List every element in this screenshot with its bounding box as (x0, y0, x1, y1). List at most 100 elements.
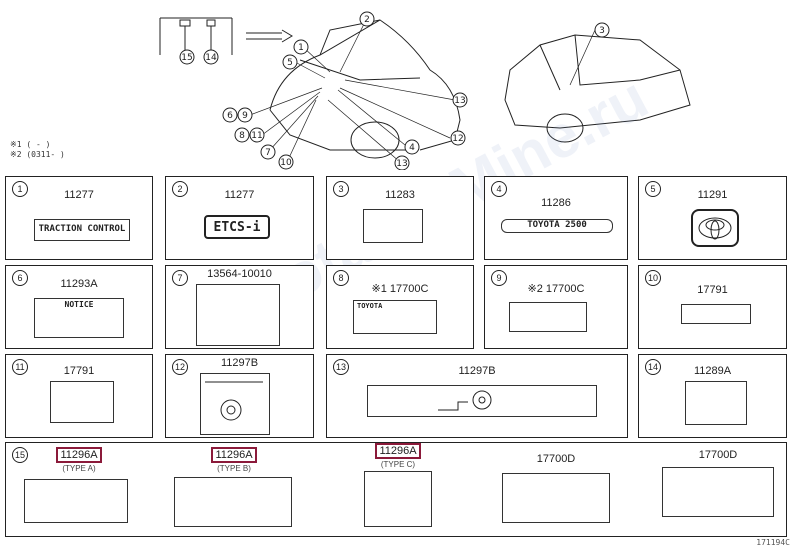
callout-number: 5 (645, 181, 661, 197)
label-illustration: ETCS-i (204, 215, 270, 239)
callout-number: 10 (645, 270, 661, 286)
callout-number: 3 (333, 181, 349, 197)
label-illustration (681, 304, 751, 324)
label-text: NOTICE (64, 300, 94, 309)
variant-type-c[interactable]: 11296A (TYPE C) (358, 443, 438, 533)
cell-1[interactable]: 1 11277 TRACTION CONTROL (5, 176, 153, 260)
label-illustration: NOTICE (34, 298, 124, 338)
cell-8[interactable]: 8 ※1 17700C TOYOTA (326, 265, 474, 349)
variant-type: (TYPE B) (217, 464, 251, 473)
callout-number: 14 (645, 359, 661, 375)
variant-17700d-2[interactable]: 17700D (656, 447, 780, 533)
label-illustration (24, 479, 128, 523)
callout-number: 9 (491, 270, 507, 286)
part-number: 17791 (63, 365, 95, 377)
part-number: 11277 (64, 189, 94, 201)
label-illustration (367, 385, 597, 417)
svg-text:15: 15 (181, 53, 192, 63)
car-line-drawing: 15 14 2 1 5 3 13 12 4 13 6 9 8 11 7 10 (159, 11, 691, 171)
part-number: 11277 (224, 189, 255, 201)
label-illustration (685, 381, 747, 425)
svg-text:12: 12 (452, 134, 463, 144)
label-illustration: TRACTION CONTROL (34, 219, 130, 241)
part-number: 11286 (541, 197, 571, 209)
toyota-emblem-icon (691, 209, 739, 247)
svg-text:13: 13 (454, 96, 465, 106)
label-illustration (502, 473, 610, 523)
svg-text:3: 3 (599, 26, 605, 36)
label-illustration (196, 284, 280, 346)
part-number-highlighted: 11296A (211, 447, 257, 463)
label-illustration (509, 302, 587, 332)
cell-3[interactable]: 3 11283 (326, 176, 474, 260)
part-number: 11293A (60, 278, 98, 290)
label-illustration (200, 373, 270, 435)
svg-text:7: 7 (265, 148, 271, 158)
cell-11[interactable]: 11 17791 (5, 354, 153, 438)
label-illustration (364, 471, 432, 527)
note-2: ※2 (0311- ) (10, 150, 65, 159)
cell-7[interactable]: 7 13564-10010 (165, 265, 314, 349)
svg-text:10: 10 (280, 158, 292, 168)
part-number: 17700D (536, 453, 576, 465)
part-number-highlighted: 11296A (56, 447, 102, 463)
cell-13[interactable]: 13 11297B (326, 354, 628, 438)
cell-2[interactable]: 2 11277 ETCS-i (165, 176, 314, 260)
svg-text:14: 14 (205, 53, 217, 63)
callout-number: 4 (491, 181, 507, 197)
svg-text:6: 6 (227, 111, 233, 121)
cell-6[interactable]: 6 11293A NOTICE (5, 265, 153, 349)
part-number: 13564-10010 (207, 268, 272, 280)
cell-10[interactable]: 10 17791 (638, 265, 787, 349)
svg-text:2: 2 (364, 15, 370, 25)
vehicle-location-illustration: 15 14 2 1 5 3 13 12 4 13 6 9 8 11 7 10 (0, 0, 796, 171)
label-illustration (662, 467, 774, 517)
part-number: 11289A (693, 365, 732, 377)
variant-type-b[interactable]: 11296A (TYPE B) (174, 447, 294, 533)
note-1: ※1 ( - ) (10, 140, 51, 149)
svg-text:11: 11 (251, 131, 262, 141)
variant-17700d-1[interactable]: 17700D (496, 451, 616, 533)
label-text: ETCS-i (213, 220, 261, 235)
cell-12[interactable]: 12 11297B (165, 354, 314, 438)
label-text: TOYOTA (357, 302, 383, 310)
cell-4[interactable]: 4 11286 TOYOTA 2500 (484, 176, 628, 260)
label-text: TOYOTA 2500 (527, 220, 587, 230)
callout-number: 2 (172, 181, 188, 197)
svg-text:4: 4 (409, 143, 415, 153)
callout-number: 11 (12, 359, 28, 375)
callout-number: 6 (12, 270, 28, 286)
label-illustration: TOYOTA 2500 (501, 219, 613, 233)
diagram-code: 171194C (756, 538, 790, 547)
label-text: TRACTION CONTROL (38, 224, 126, 234)
svg-text:5: 5 (287, 58, 293, 68)
svg-text:9: 9 (242, 111, 248, 121)
cell-5[interactable]: 5 11291 (638, 176, 787, 260)
callout-number: 8 (333, 270, 349, 286)
callout-number: 7 (172, 270, 188, 286)
part-number: ※1 17700C (371, 283, 429, 295)
cell-9[interactable]: 9 ※2 17700C (484, 265, 628, 349)
part-number: 11283 (385, 189, 415, 201)
svg-text:1: 1 (298, 43, 304, 53)
callout-number: 15 (12, 447, 28, 463)
svg-text:13: 13 (396, 159, 407, 169)
part-number: 11297B (458, 365, 496, 377)
variant-type-a[interactable]: 11296A (TYPE A) (24, 447, 134, 533)
variant-type: (TYPE A) (62, 464, 96, 473)
part-number: 17791 (697, 284, 728, 296)
cell-15: 15 11296A (TYPE A) 11296A (TYPE B) 11296… (5, 442, 787, 537)
part-number: 11297B (220, 357, 259, 369)
callout-number: 13 (333, 359, 349, 375)
part-number: 11291 (697, 189, 728, 201)
callout-number: 12 (172, 359, 188, 375)
cell-14[interactable]: 14 11289A (638, 354, 787, 438)
label-illustration (50, 381, 114, 423)
variant-type: (TYPE C) (380, 460, 416, 469)
label-illustration: TOYOTA (353, 300, 437, 334)
part-number-highlighted: 11296A (375, 443, 421, 459)
label-illustration (174, 477, 292, 527)
label-illustration (363, 209, 423, 243)
part-number: 17700D (698, 449, 738, 461)
